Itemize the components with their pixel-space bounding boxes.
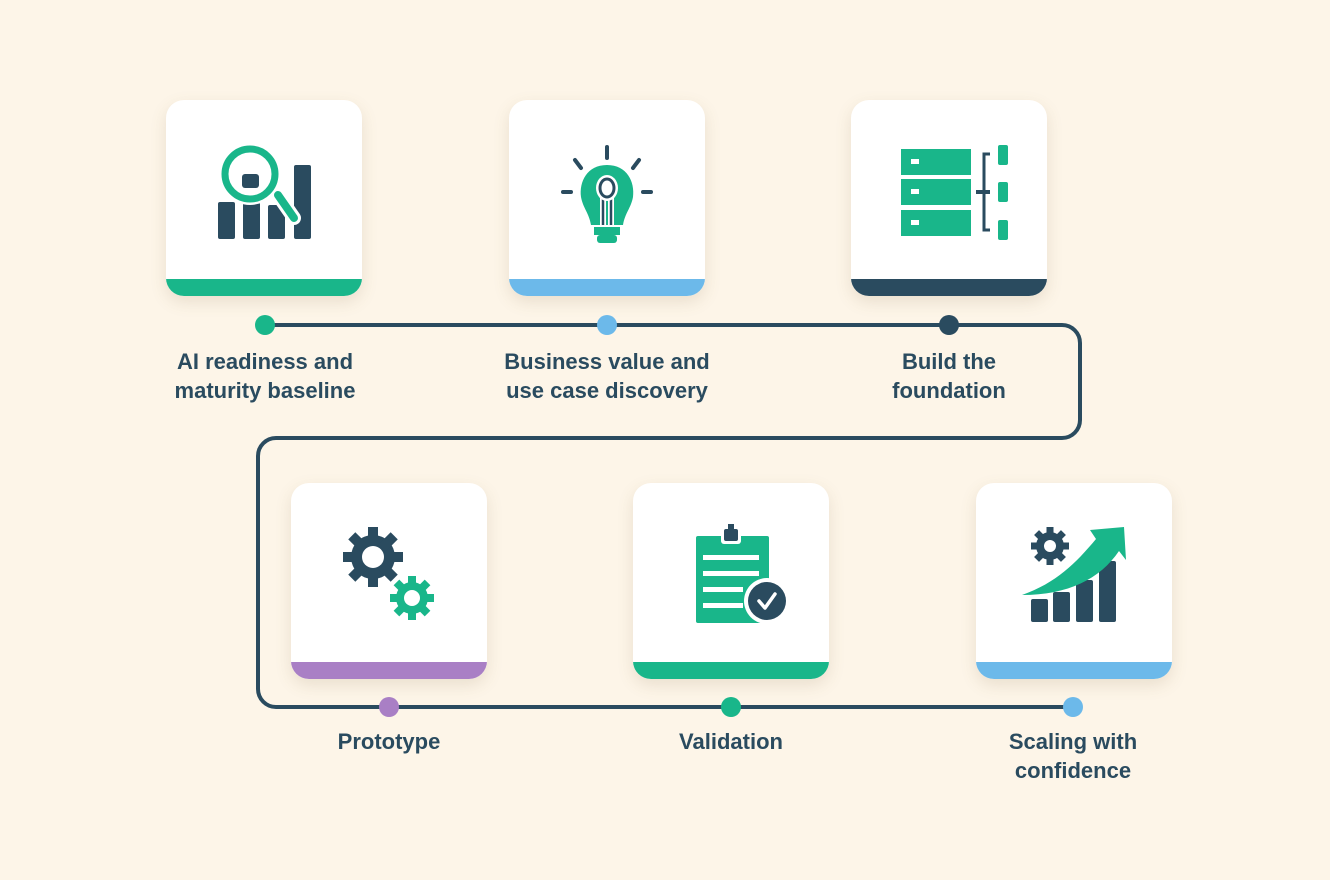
step-color-bar: [509, 279, 705, 296]
step-label-prototype: Prototype: [259, 727, 519, 756]
step-card-prototype: [291, 483, 487, 679]
label-line: Business value and: [504, 349, 710, 374]
timeline-dot: [255, 315, 275, 335]
step-color-bar: [633, 662, 829, 679]
step-label-scaling: Scaling with confidence: [943, 727, 1203, 785]
label-line: confidence: [1014, 758, 1132, 783]
label-line: use case discovery: [506, 378, 708, 403]
timeline-dot: [939, 315, 959, 335]
step-card-foundation: [851, 100, 1047, 296]
gears-icon: [343, 527, 434, 620]
step-card-scaling: [976, 483, 1172, 679]
magnifier-chart-icon: [218, 143, 311, 239]
step-label-ai-readiness: AI readiness and maturity baseline: [135, 347, 395, 405]
growth-chart-icon: [1022, 527, 1126, 622]
step-color-bar: [851, 279, 1047, 296]
label-line: Scaling with: [1008, 729, 1138, 754]
label-line: Build the: [901, 349, 997, 374]
timeline-dot: [721, 697, 741, 717]
timeline-dot: [597, 315, 617, 335]
lightbulb-icon: [561, 145, 653, 243]
server-stack-icon: [901, 145, 1008, 240]
step-card-business-value: [509, 100, 705, 296]
step-label-business-value: Business value and use case discovery: [477, 347, 737, 405]
label-line: maturity baseline: [174, 378, 356, 403]
step-label-foundation: Build the foundation: [819, 347, 1079, 405]
step-card-validation: [633, 483, 829, 679]
step-color-bar: [166, 279, 362, 296]
step-color-bar: [976, 662, 1172, 679]
clipboard-check-icon: [696, 524, 790, 624]
label-line: AI readiness and: [176, 349, 354, 374]
timeline-dot: [379, 697, 399, 717]
step-color-bar: [291, 662, 487, 679]
step-label-validation: Validation: [601, 727, 861, 756]
label-line: foundation: [892, 378, 1006, 403]
timeline-dot: [1063, 697, 1083, 717]
label-line: Prototype: [337, 729, 441, 754]
step-card-ai-readiness: [166, 100, 362, 296]
label-line: Validation: [679, 729, 783, 754]
